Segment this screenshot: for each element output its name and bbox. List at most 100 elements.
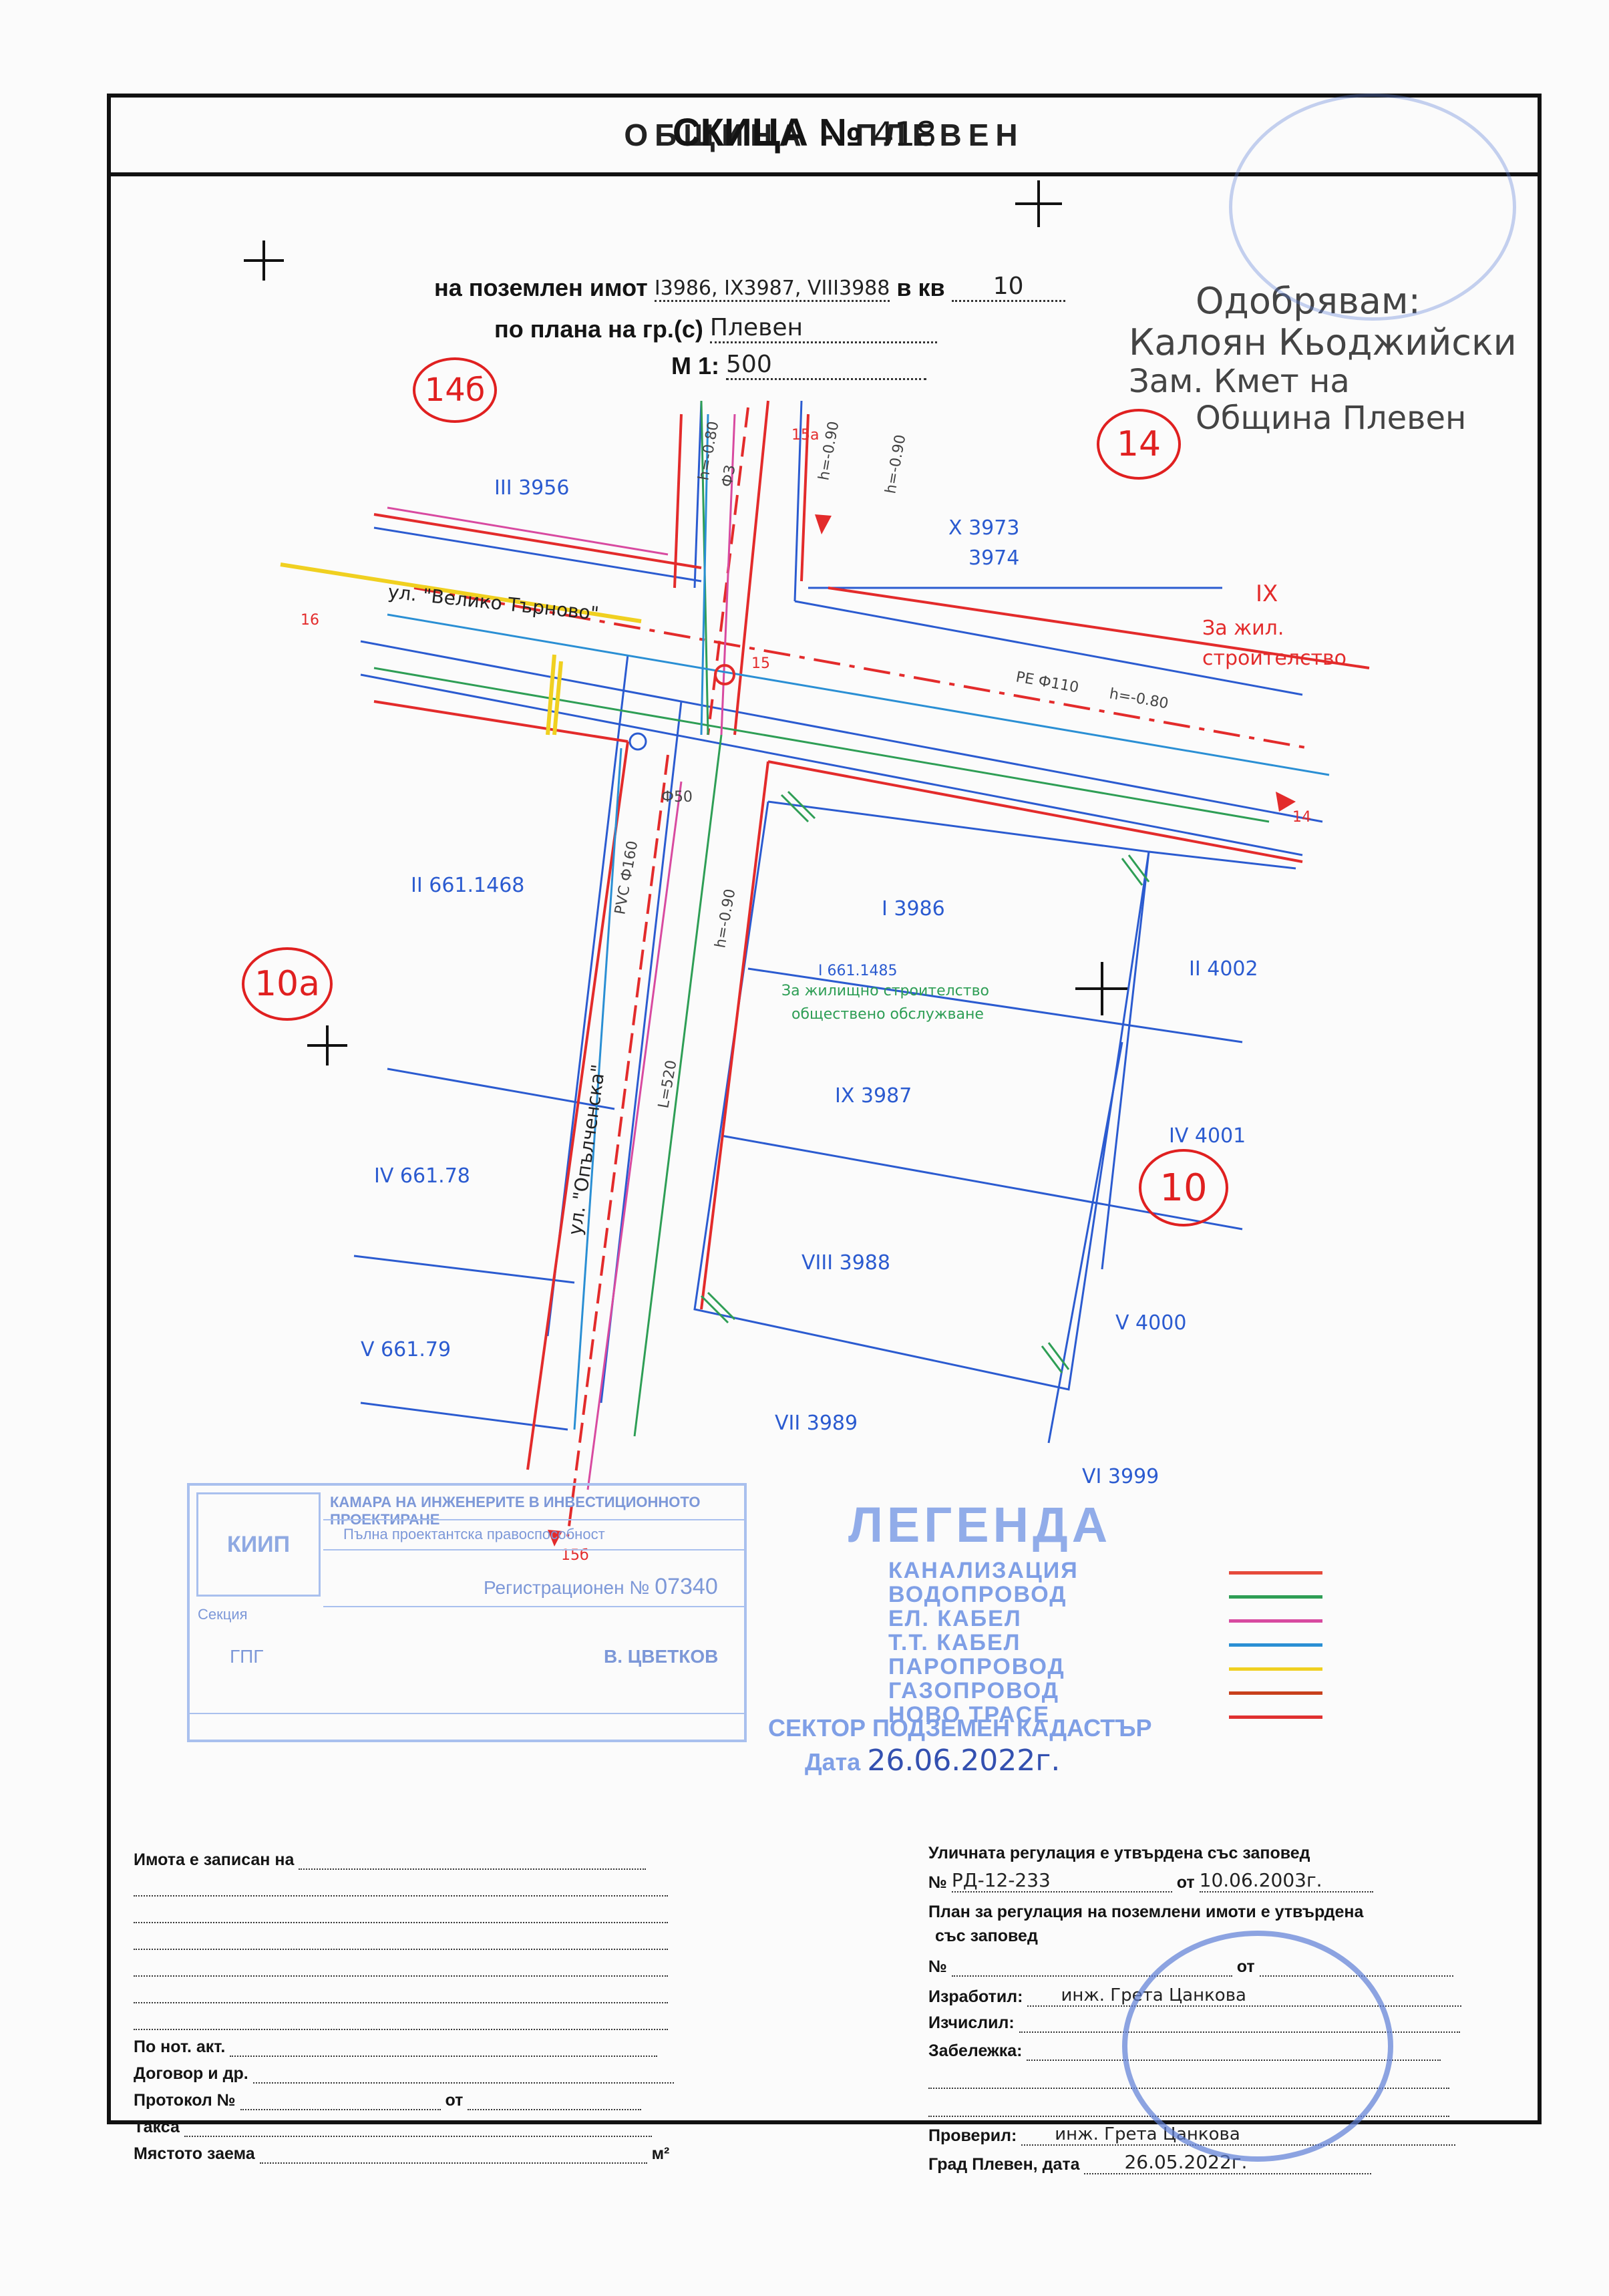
municipality-title: ОБЩИНА - ПЛЕВЕН: [624, 118, 1025, 152]
legend-item-steam: ПАРОПРОВОД: [888, 1654, 1065, 1679]
notary-row: По нот. акт.: [134, 2037, 658, 2057]
contract-label: Договор и др.: [134, 2064, 248, 2083]
sketch-frame: ОБЩИНА - ПЛЕВЕН: [107, 94, 1542, 2124]
mark-14: 14: [1292, 809, 1311, 826]
area-label: Мястото заема: [134, 2144, 255, 2163]
drawn-label: Изработил:: [928, 1987, 1023, 2006]
construction-note-2: За жил.: [1202, 617, 1284, 640]
legend-swatch-steam: [1229, 1667, 1322, 1671]
notes-label: Забележка:: [928, 2041, 1023, 2060]
property-value: I3986, IX3987, VIII3988: [654, 277, 890, 302]
stamp-section-value: ГПГ: [230, 1646, 264, 1667]
plan-label: по плана на гр.(с): [494, 315, 703, 343]
street-label: ул. "Велико Търново": [387, 581, 600, 625]
parcel-label: VIII 3988: [801, 1251, 890, 1275]
pipe-label: ФЗ: [719, 464, 739, 488]
notary-label: По нот. акт.: [134, 2037, 226, 2056]
pipe-label: h=-0.90: [712, 888, 739, 949]
district-label-10: 10: [1139, 1149, 1228, 1226]
stamp-section-label: Секция: [198, 1606, 248, 1623]
plan-no-label: №: [928, 1957, 947, 1976]
parcel-label: IV 4001: [1169, 1124, 1246, 1148]
parcel-label: I 661.1485: [818, 963, 897, 979]
parcel-label: X 3973: [948, 516, 1019, 540]
legend-item-telecom: Т.Т. КАБЕЛ: [888, 1630, 1021, 1655]
engineer-stamp: КИИП КАМАРА НА ИНЖЕНЕРИТЕ В ИНВЕСТИЦИОНН…: [187, 1483, 747, 1742]
calc-label: Изчислил:: [928, 2013, 1015, 2032]
city-label: Град Плевен, дата: [928, 2155, 1080, 2174]
construction-note-1: IX: [1256, 581, 1278, 607]
parcel-label: 3974: [968, 546, 1019, 570]
legend-date-label: Дата: [805, 1748, 861, 1776]
plan-line-2: със заповед: [935, 1927, 1038, 1945]
parcel-label: VI 3999: [1082, 1465, 1159, 1488]
regulation-lines: [373, 400, 1370, 1537]
manhole-15-icon: [714, 664, 735, 685]
owner-label: Имота е записан на: [134, 1850, 295, 1869]
district-label-14b: 14б: [413, 357, 497, 423]
tax-label: Такса: [134, 2118, 180, 2136]
parcel-label: III 3956: [494, 476, 569, 500]
legend-swatch-telecom: [1229, 1643, 1322, 1647]
stamp-reg-value: 07340: [655, 1574, 718, 1599]
pipe-label: h=-0.90: [882, 434, 909, 495]
property-label: на поземлен имот: [434, 274, 648, 301]
parcel-label: I 3986: [882, 897, 945, 921]
mark-16: 16: [301, 612, 319, 629]
legend-swatch-water: [1229, 1595, 1322, 1599]
protocol-row: Протокол № от: [134, 2091, 642, 2110]
checked-label: Проверил:: [928, 2126, 1017, 2145]
legend-item-sewer: КАНАЛИЗАЦИЯ: [888, 1558, 1079, 1583]
crosshair-marks: [244, 180, 1129, 1065]
legend-title: ЛЕГЕНДА: [848, 1497, 1112, 1552]
approval-line-2: Калоян Кьоджийски: [1129, 321, 1517, 364]
legend-swatch-gas: [1229, 1691, 1322, 1695]
scale-label: М 1:: [671, 352, 719, 379]
municipal-seal-top-icon: [1229, 94, 1516, 321]
property-row: на поземлен имот I3986, IX3987, VIII3988…: [434, 273, 1065, 302]
block-value: 10: [951, 273, 1065, 302]
parcel-label: II 661.1468: [411, 874, 524, 897]
green-note-2: обществено обслужване: [791, 1006, 984, 1023]
kiip-logo-icon: КИИП: [196, 1492, 321, 1597]
plan-value: Плевен: [709, 314, 937, 343]
legend-item-electric: ЕЛ. КАБЕЛ: [888, 1606, 1022, 1631]
order-no-label: №: [928, 1873, 947, 1892]
header-bar: ОБЩИНА - ПЛЕВЕН: [111, 98, 1538, 176]
protocol-label: Протокол №: [134, 2091, 236, 2110]
parcel-label: V 4000: [1115, 1311, 1186, 1335]
sketch-number: 418: [872, 115, 937, 154]
telecom-lines: [387, 414, 1330, 1430]
plan-row: по плана на гр.(с) Плевен: [494, 314, 937, 343]
legend-swatch-electric: [1229, 1619, 1322, 1623]
approval-line-4: Община Плевен: [1196, 399, 1467, 438]
node-icon: [629, 732, 647, 751]
approval-line-3: Зам. Кмет на: [1129, 363, 1350, 401]
flow-arrows: [548, 514, 1296, 1546]
mark-15: 15: [751, 655, 770, 672]
municipal-seal-icon: [1122, 1931, 1393, 2162]
stamp-reg-label: Регистрационен №: [484, 1577, 650, 1598]
pipe-label: PE Ф110: [1015, 669, 1080, 696]
map-labels: ул. "Велико Търново" ул. "Опълченска" 15…: [301, 420, 1347, 1564]
order-no: РД-12-233: [951, 1869, 1172, 1893]
plan-line-1: План за регулация на поземлени имоти е у…: [928, 1903, 1364, 1921]
area-unit: м²: [651, 2144, 670, 2163]
city-row: Град Плевен, дата 26.05.2022г.: [928, 2151, 1372, 2174]
pipe-label: h=-0.80: [1108, 685, 1170, 712]
protocol-from-label: от: [445, 2091, 464, 2110]
owner-row: Имота е записан на: [134, 1850, 647, 1870]
block-label: в кв: [896, 274, 945, 301]
contract-row: Договор и др.: [134, 2064, 674, 2084]
parcel-label: V 661.79: [361, 1338, 451, 1361]
legend-date-value: 26.06.2022г.: [867, 1744, 1061, 1778]
order-date: 10.06.2003г.: [1199, 1869, 1373, 1893]
stamp-name: В. ЦВЕТКОВ: [604, 1646, 719, 1667]
electric-lines: [387, 414, 736, 1490]
legend: ЛЕГЕНДА КАНАЛИЗАЦИЯ ВОДОПРОВОД ЕЛ. КАБЕЛ…: [768, 1496, 1343, 1778]
stamp-reg: Регистрационен № 07340: [484, 1574, 718, 1600]
stamp-line-1: КАМАРА НА ИНЖЕНЕРИТЕ В ИНВЕСТИЦИОННОТО П…: [330, 1494, 701, 1528]
steam-lines: [280, 562, 642, 735]
reg-line: Уличната регулация е утвърдена със запов…: [928, 1844, 1310, 1862]
